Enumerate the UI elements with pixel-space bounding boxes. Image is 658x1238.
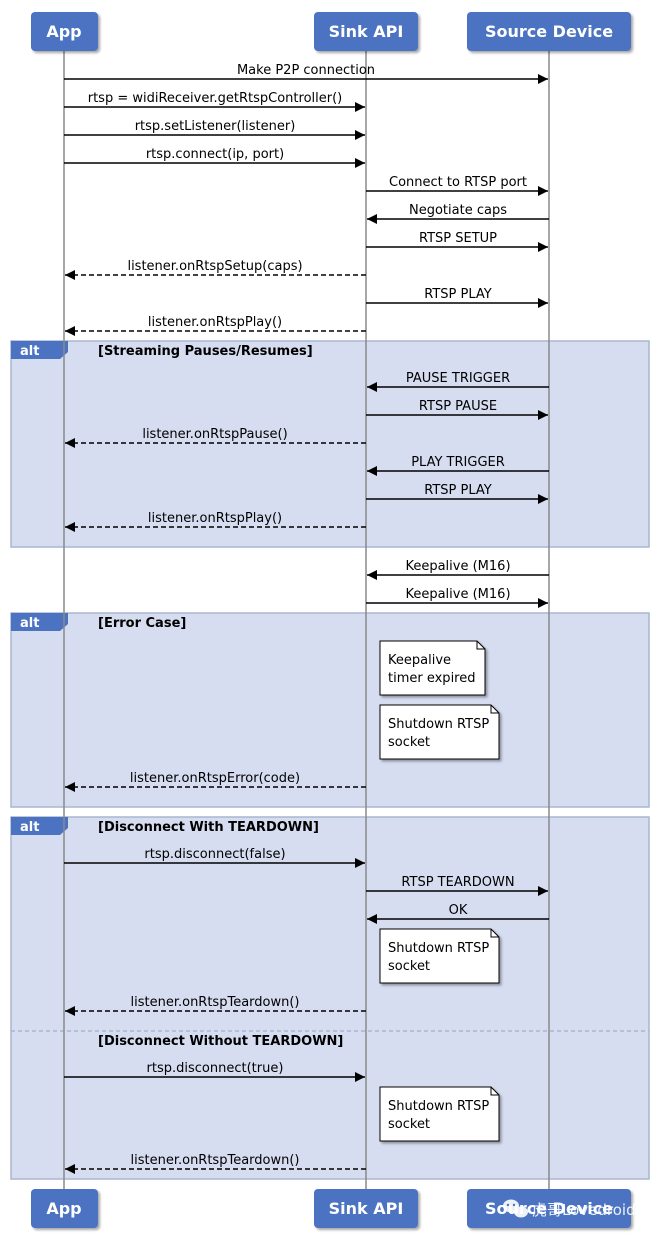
participant-label: App: [46, 1199, 81, 1218]
message-label: RTSP PLAY: [424, 287, 492, 302]
note-shutdown-socket: Shutdown RTSP socket: [379, 1086, 500, 1142]
message-label: listener.onRtspTeardown(): [131, 995, 300, 1010]
message-label: rtsp.disconnect(false): [144, 847, 285, 862]
wechat-icon: [503, 1199, 528, 1218]
message-on-rtsp-pause: listener.onRtspPause(): [65, 427, 366, 448]
message-label: Make P2P connection: [237, 63, 375, 78]
participant-label: Sink API: [329, 22, 404, 41]
message-make-p2p: Make P2P connection: [64, 63, 548, 84]
message-on-rtsp-teardown: listener.onRtspTeardown(): [65, 995, 366, 1016]
note-shutdown-socket: Shutdown RTSP socket: [379, 704, 500, 760]
note-keepalive-expired: Keepalive timer expired: [379, 640, 486, 696]
alt-fragment-error: alt [Error Case]: [10, 612, 650, 808]
watermark: 虎哥Lovedroid: [503, 1199, 636, 1219]
message-rtsp-pause: RTSP PAUSE: [366, 399, 548, 420]
note-line: socket: [388, 959, 430, 974]
participant-sink-bottom: Sink API: [314, 1189, 418, 1228]
watermark-text: 虎哥Lovedroid: [532, 1201, 636, 1219]
message-play-trigger: PLAY TRIGGER: [367, 455, 549, 476]
message-disconnect-false: rtsp.disconnect(false): [64, 847, 365, 868]
alt-tag: [11, 341, 68, 359]
message-label: PLAY TRIGGER: [411, 455, 505, 470]
message-label: Connect to RTSP port: [389, 175, 527, 190]
alt-fragment-disconnect: alt [Disconnect With TEARDOWN] [Disconne…: [10, 816, 650, 1180]
participant-app-top: App: [31, 12, 98, 51]
message-on-rtsp-error: listener.onRtspError(code): [65, 771, 366, 792]
alt-tag-label: alt: [20, 616, 39, 631]
participant-label: Sink API: [329, 1199, 404, 1218]
message-label: RTSP TEARDOWN: [401, 875, 514, 890]
participant-label: Source Device: [485, 22, 613, 41]
message-on-rtsp-play: listener.onRtspPlay(): [65, 315, 366, 336]
message-keepalive-response: Keepalive (M16): [366, 587, 548, 608]
note-line: Shutdown RTSP: [388, 1099, 489, 1114]
fragment-condition: [Disconnect Without TEARDOWN]: [98, 1034, 343, 1049]
note-line: socket: [388, 735, 430, 750]
message-label: listener.onRtspPlay(): [148, 315, 282, 330]
message-label: RTSP PAUSE: [419, 399, 497, 414]
alt-tag: [11, 817, 68, 835]
note-line: Keepalive: [388, 653, 451, 668]
message-label: Negotiate caps: [409, 203, 507, 218]
message-on-rtsp-setup: listener.onRtspSetup(caps): [65, 259, 366, 280]
message-negotiate-caps: Negotiate caps: [367, 203, 549, 224]
alt-tag-label: alt: [20, 344, 39, 359]
note-line: Shutdown RTSP: [388, 941, 489, 956]
message-label: Keepalive (M16): [405, 559, 510, 574]
message-label: OK: [449, 903, 468, 918]
message-rtsp-play: RTSP PLAY: [366, 287, 548, 308]
message-label: rtsp.disconnect(true): [147, 1061, 284, 1076]
message-label: listener.onRtspPause(): [142, 427, 287, 442]
message-get-controller: rtsp = widiReceiver.getRtspController(): [64, 91, 365, 112]
message-rtsp-teardown: RTSP TEARDOWN: [366, 875, 548, 896]
message-connect-rtsp-port: Connect to RTSP port: [366, 175, 548, 196]
note-line: socket: [388, 1117, 430, 1132]
note-line: timer expired: [388, 671, 475, 686]
participant-sink-top: Sink API: [314, 12, 418, 51]
note-shutdown-socket: Shutdown RTSP socket: [379, 928, 500, 984]
alt-tag: [11, 613, 68, 631]
alt-fragment-streaming: alt [Streaming Pauses/Resumes]: [10, 340, 650, 548]
message-label: rtsp.connect(ip, port): [146, 147, 284, 162]
fragment-condition: [Error Case]: [98, 616, 186, 631]
message-label: listener.onRtspSetup(caps): [127, 259, 302, 274]
message-keepalive-request: Keepalive (M16): [367, 559, 549, 580]
note-line: Shutdown RTSP: [388, 717, 489, 732]
message-disconnect-true: rtsp.disconnect(true): [64, 1061, 365, 1082]
message-pause-trigger: PAUSE TRIGGER: [367, 371, 549, 392]
participant-label: App: [46, 22, 81, 41]
message-ok: OK: [367, 903, 549, 924]
message-label: Keepalive (M16): [405, 587, 510, 602]
message-rtsp-play-2: RTSP PLAY: [366, 483, 548, 504]
message-label: rtsp = widiReceiver.getRtspController(): [88, 91, 343, 106]
participant-source-top: Source Device: [467, 12, 631, 51]
message-on-rtsp-teardown-2: listener.onRtspTeardown(): [65, 1153, 366, 1174]
alt-tag-label: alt: [20, 820, 39, 835]
message-label: PAUSE TRIGGER: [406, 371, 510, 386]
fragment-condition: [Streaming Pauses/Resumes]: [98, 344, 313, 359]
message-label: rtsp.setListener(listener): [135, 119, 296, 134]
message-on-rtsp-play-2: listener.onRtspPlay(): [65, 511, 366, 532]
message-rtsp-setup: RTSP SETUP: [366, 231, 548, 252]
message-set-listener: rtsp.setListener(listener): [64, 119, 365, 140]
message-connect: rtsp.connect(ip, port): [64, 147, 365, 168]
message-label: listener.onRtspPlay(): [148, 511, 282, 526]
message-label: RTSP PLAY: [424, 483, 492, 498]
message-label: listener.onRtspError(code): [130, 771, 300, 786]
participant-app-bottom: App: [31, 1189, 98, 1228]
message-label: RTSP SETUP: [419, 231, 497, 246]
fragment-condition: [Disconnect With TEARDOWN]: [98, 820, 319, 835]
message-label: listener.onRtspTeardown(): [131, 1153, 300, 1168]
